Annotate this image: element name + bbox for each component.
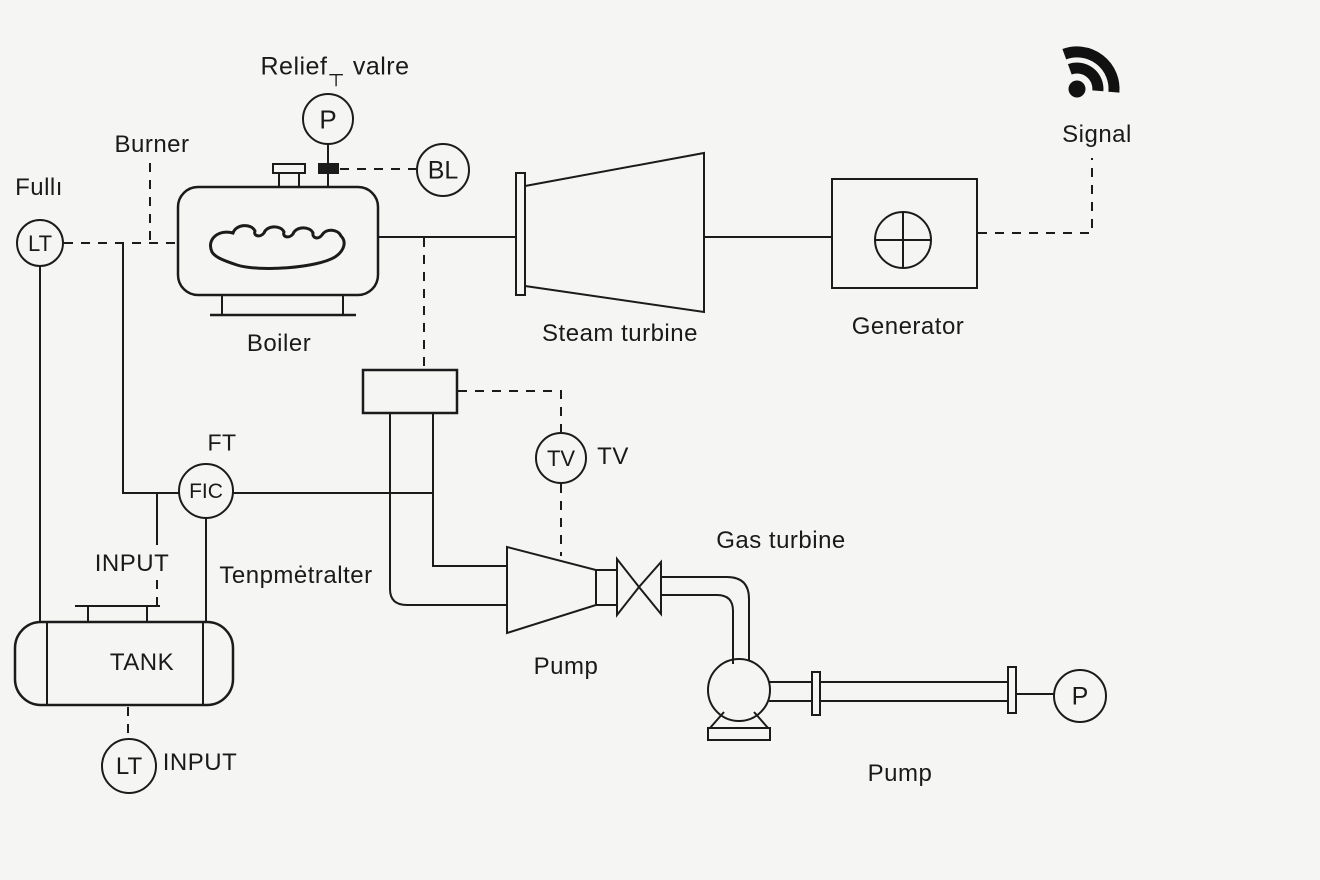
relief-valve-label: Relief┬ valre: [260, 52, 410, 86]
gas-turbine-label: Gas turbine: [716, 527, 846, 554]
steam-turbine-body: [524, 151, 705, 314]
fic-text: FIC: [189, 480, 223, 503]
signal-icon-arcs: [1062, 46, 1120, 93]
generator-icon: [874, 211, 932, 269]
signal-icon: [1068, 80, 1086, 98]
input-bottom-label: INPUT: [162, 749, 238, 776]
tv-instrument-circle: [535, 432, 587, 484]
bl-instrument-circle: [416, 143, 470, 197]
tank-body: [13, 620, 235, 707]
gas-pipe-lower: [661, 594, 734, 664]
tank-nozzle: [75, 605, 160, 622]
pump-circle: [707, 658, 771, 722]
flame-icon: [209, 224, 346, 270]
pipe-flange-2: [1007, 666, 1017, 714]
generator-body: [831, 178, 978, 289]
fuel-line: [122, 243, 179, 494]
relief-valve-label-prefix: Relief: [260, 52, 328, 81]
generator-to-signal-dashed-line: [978, 158, 1093, 234]
relief-valve-label-symbol: ┬: [329, 64, 344, 86]
input-top-label: INPUT: [94, 550, 170, 577]
discharge-pipe-run: [820, 681, 1008, 702]
steam-turbine-label: Steam turbine: [542, 320, 698, 347]
signal-label: Signal: [1062, 121, 1132, 148]
tv-text: TV: [546, 446, 576, 471]
discharge-pipe-inlet: [769, 681, 812, 702]
ft-label: FT: [207, 429, 237, 456]
control-box: [361, 368, 459, 415]
tank-end-caps: [46, 622, 204, 705]
p-relief-text: P: [319, 104, 337, 135]
pump-turbine-body: [506, 545, 597, 635]
burner-label: Burner: [114, 131, 190, 158]
bl-text: BL: [427, 156, 459, 185]
level-transmitter-bottom-circle: [101, 738, 157, 794]
relief-valve-label-suffix: valre: [352, 52, 410, 81]
tv-label: TV: [597, 443, 629, 470]
tank-label: TANK: [109, 649, 175, 676]
boiler-nozzle-legs: [278, 173, 300, 187]
boiler-label: Boiler: [246, 330, 312, 357]
pipe-left: [389, 413, 507, 606]
boiler-legs: [221, 295, 344, 315]
pressure-gauge-discharge-circle: [1053, 669, 1107, 723]
pump-pedestal: [707, 711, 771, 741]
steam-turbine-flange: [515, 172, 526, 296]
gas-pipe-upper: [661, 576, 750, 661]
boiler-body: [176, 185, 380, 297]
pump-connector-square: [595, 569, 618, 606]
boiler-nozzle-cap: [272, 163, 306, 174]
pipe-right: [432, 413, 507, 567]
gas-turbine-valve: [616, 556, 662, 618]
full-label: Fullı: [15, 174, 63, 201]
generator-label: Generator: [851, 313, 965, 340]
lt-top-text: LT: [27, 231, 53, 256]
control-box-to-tv-dashed-line: [458, 390, 562, 432]
pipe-flange-1: [811, 671, 821, 716]
temperature-label: Tenpmėtralter: [219, 562, 373, 589]
pump-right-label: Pump: [867, 760, 933, 787]
p-discharge-text: P: [1071, 682, 1089, 711]
pump-left-label: Pump: [533, 653, 599, 680]
relief-valve-body: [318, 163, 339, 174]
lt-bottom-text: LT: [115, 753, 143, 780]
